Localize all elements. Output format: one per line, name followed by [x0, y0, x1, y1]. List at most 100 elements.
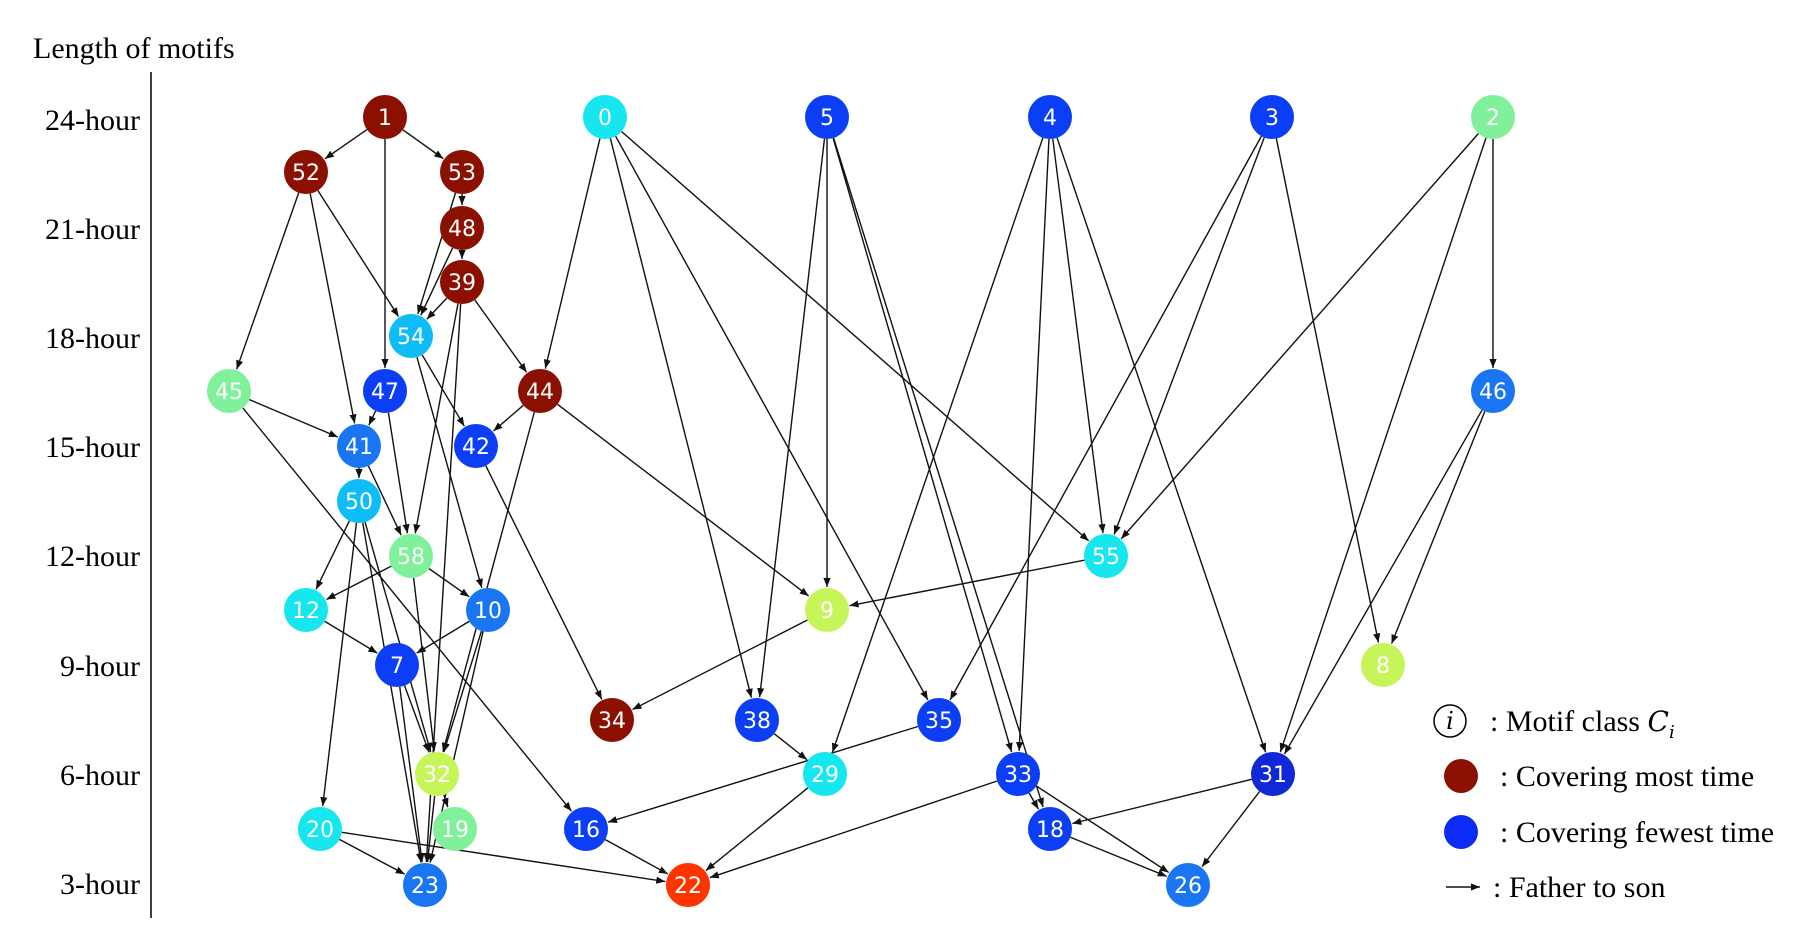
node-1: 1	[363, 95, 407, 139]
edge-5-to-18	[832, 137, 1044, 808]
edge-42-to-34	[485, 465, 603, 700]
legend-most-text: : Covering most time	[1500, 760, 1754, 793]
node-circle-2	[1471, 95, 1515, 139]
node-circle-3	[1250, 95, 1294, 139]
node-circle-35	[917, 698, 961, 742]
edge-47-to-41	[368, 410, 377, 426]
edge-50-to-12	[315, 520, 351, 590]
node-label-5: 5	[820, 106, 834, 131]
legend: i : Motif class Ci : Covering most time …	[1433, 704, 1774, 904]
level-label-12-hour: 12-hour	[45, 540, 140, 573]
node-42: 42	[454, 424, 498, 468]
node-label-3: 3	[1265, 106, 1279, 131]
node-circle-12	[284, 588, 328, 632]
node-label-53: 53	[448, 161, 476, 186]
node-35: 35	[917, 698, 961, 742]
node-9: 9	[805, 588, 849, 632]
edge-3-to-35	[949, 135, 1262, 701]
edge-44-to-42	[492, 404, 524, 432]
edge-35-to-16	[607, 725, 919, 823]
edge-46-to-31	[1283, 409, 1483, 755]
edge-39-to-44	[474, 299, 528, 373]
node-label-16: 16	[572, 818, 600, 843]
edge-48-to-54	[420, 247, 454, 316]
node-circle-47	[363, 369, 407, 413]
node-46: 46	[1471, 369, 1515, 413]
edge-10-to-32	[443, 630, 483, 753]
node-23: 23	[403, 863, 447, 907]
edge-3-to-8	[1275, 138, 1381, 643]
node-58: 58	[389, 534, 433, 578]
node-label-26: 26	[1174, 874, 1202, 899]
edge-45-to-16	[242, 407, 573, 812]
node-circle-29	[803, 752, 847, 796]
node-circle-1	[363, 95, 407, 139]
node-label-19: 19	[441, 818, 469, 843]
edge-0-to-44	[543, 138, 601, 369]
node-circle-48	[440, 206, 484, 250]
node-circle-10	[466, 588, 510, 632]
node-label-4: 4	[1043, 106, 1057, 131]
edge-39-to-58	[413, 303, 459, 534]
edge-12-to-7	[324, 620, 378, 654]
level-label-9-hour: 9-hour	[60, 650, 140, 683]
level-label-15-hour: 15-hour	[45, 431, 140, 464]
legend-class-text: : Motif class Ci	[1490, 705, 1675, 743]
edge-5-to-33	[832, 137, 1013, 753]
node-circle-16	[564, 807, 608, 851]
node-label-41: 41	[345, 435, 373, 460]
edge-5-to-38	[757, 138, 826, 698]
edge-46-to-8	[1390, 411, 1486, 644]
legend-most-swatch	[1444, 759, 1478, 793]
edge-54-to-42	[421, 354, 465, 427]
node-label-2: 2	[1486, 106, 1500, 131]
node-circle-55	[1084, 534, 1128, 578]
node-label-18: 18	[1036, 818, 1064, 843]
node-circle-8	[1361, 643, 1405, 687]
edge-31-to-18	[1072, 778, 1252, 825]
node-label-48: 48	[448, 217, 476, 242]
node-label-47: 47	[371, 380, 399, 405]
node-circle-41	[337, 424, 381, 468]
node-circle-23	[403, 863, 447, 907]
node-label-46: 46	[1479, 380, 1507, 405]
edge-52-to-54	[317, 190, 400, 318]
node-label-0: 0	[598, 106, 612, 131]
node-label-32: 32	[423, 763, 451, 788]
edge-0-to-35	[615, 135, 929, 701]
node-54: 54	[389, 314, 433, 358]
node-circle-7	[375, 643, 419, 687]
edge-29-to-22	[705, 787, 809, 872]
edge-2-to-55	[1120, 133, 1479, 540]
edge-9-to-34	[632, 619, 808, 711]
edge-2-to-31	[1279, 137, 1487, 753]
node-32: 32	[415, 752, 459, 796]
node-label-10: 10	[474, 599, 502, 624]
node-29: 29	[803, 752, 847, 796]
node-label-52: 52	[292, 161, 320, 186]
node-52: 52	[284, 150, 328, 194]
node-label-50: 50	[345, 490, 373, 515]
node-8: 8	[1361, 643, 1405, 687]
axis-levels: 24-hour 21-hour 18-hour 15-hour 12-hour …	[45, 104, 140, 901]
edge-52-to-41	[309, 193, 357, 424]
node-circle-53	[440, 150, 484, 194]
node-48: 48	[440, 206, 484, 250]
node-circle-46	[1471, 369, 1515, 413]
edge-50-to-20	[320, 522, 358, 807]
edge-3-to-55	[1113, 137, 1265, 535]
node-circle-38	[735, 698, 779, 742]
edge-58-to-32	[412, 577, 437, 752]
edge-4-to-55	[1052, 138, 1106, 534]
legend-class-symbol: i	[1446, 707, 1454, 735]
node-label-7: 7	[390, 654, 404, 679]
legend-class-math: C	[1648, 705, 1669, 738]
node-label-12: 12	[292, 599, 320, 624]
edge-20-to-22	[341, 831, 666, 884]
node-label-54: 54	[397, 325, 425, 350]
edge-44-to-32	[441, 412, 535, 752]
edge-31-to-26	[1201, 791, 1261, 868]
node-circle-18	[1028, 807, 1072, 851]
node-label-44: 44	[526, 380, 554, 405]
node-label-38: 38	[743, 709, 771, 734]
